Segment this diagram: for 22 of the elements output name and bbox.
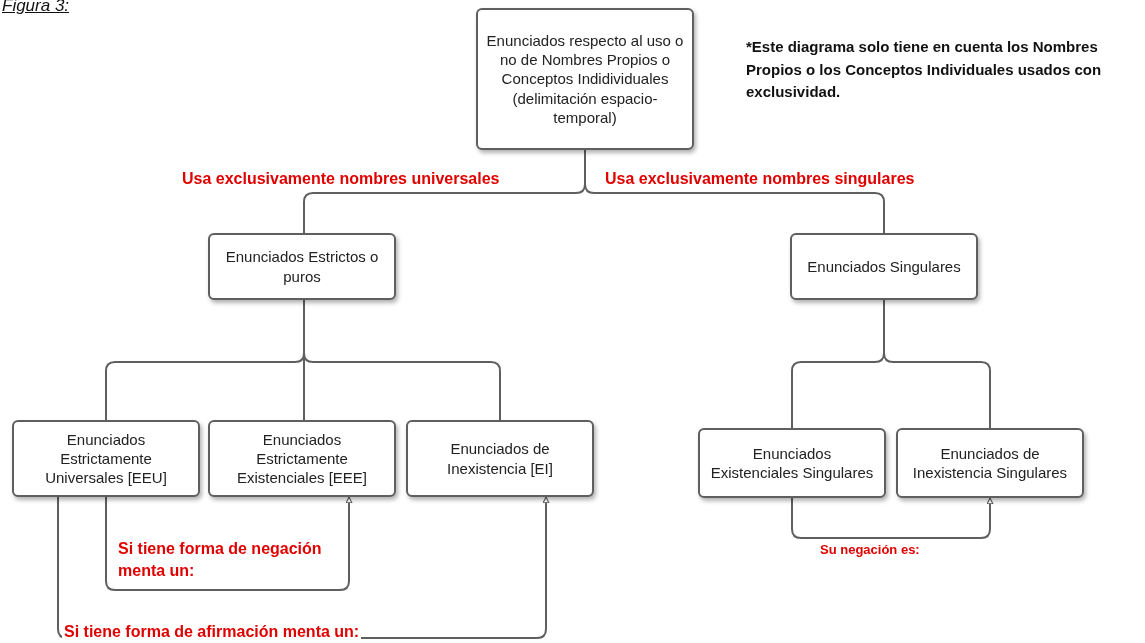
connector bbox=[791, 497, 994, 539]
statement-box bbox=[208, 420, 396, 497]
box-text: Enunciados Estrictamente Existenciales [EEE] bbox=[235, 429, 369, 488]
connector bbox=[883, 299, 991, 429]
statement-box bbox=[790, 233, 978, 300]
statement-box bbox=[896, 428, 1084, 498]
box-text: Enunciados Singulares bbox=[807, 256, 961, 277]
statement-box bbox=[12, 420, 200, 497]
box-text: Enunciados Estrictamente Universales [EEU] bbox=[44, 429, 168, 488]
box-text: Enunciados respecto al uso o no de Nombres Propios o Conceptos Indidividuales (delimitación espacio-temporal) bbox=[486, 31, 684, 127]
box-text: Enunciados de Inexistencia [EI] bbox=[446, 439, 554, 478]
statement-box bbox=[208, 233, 396, 300]
box-text: Enunciados de Inexistencia Singulares bbox=[911, 443, 1069, 483]
connector bbox=[584, 149, 885, 234]
statement-box bbox=[476, 8, 694, 150]
note-text: *Este diagrama solo tiene en cuenta los Nombres Propios o los Conceptos Individuales usados con exclusividad. bbox=[746, 37, 1103, 102]
connector bbox=[105, 496, 353, 591]
connector bbox=[303, 299, 501, 421]
box-text: Enunciados Existenciales Singulares bbox=[709, 443, 875, 483]
statement-box bbox=[698, 428, 886, 498]
statement-box bbox=[406, 420, 594, 497]
box-text: Enunciados Estrictos o puros bbox=[224, 247, 380, 286]
